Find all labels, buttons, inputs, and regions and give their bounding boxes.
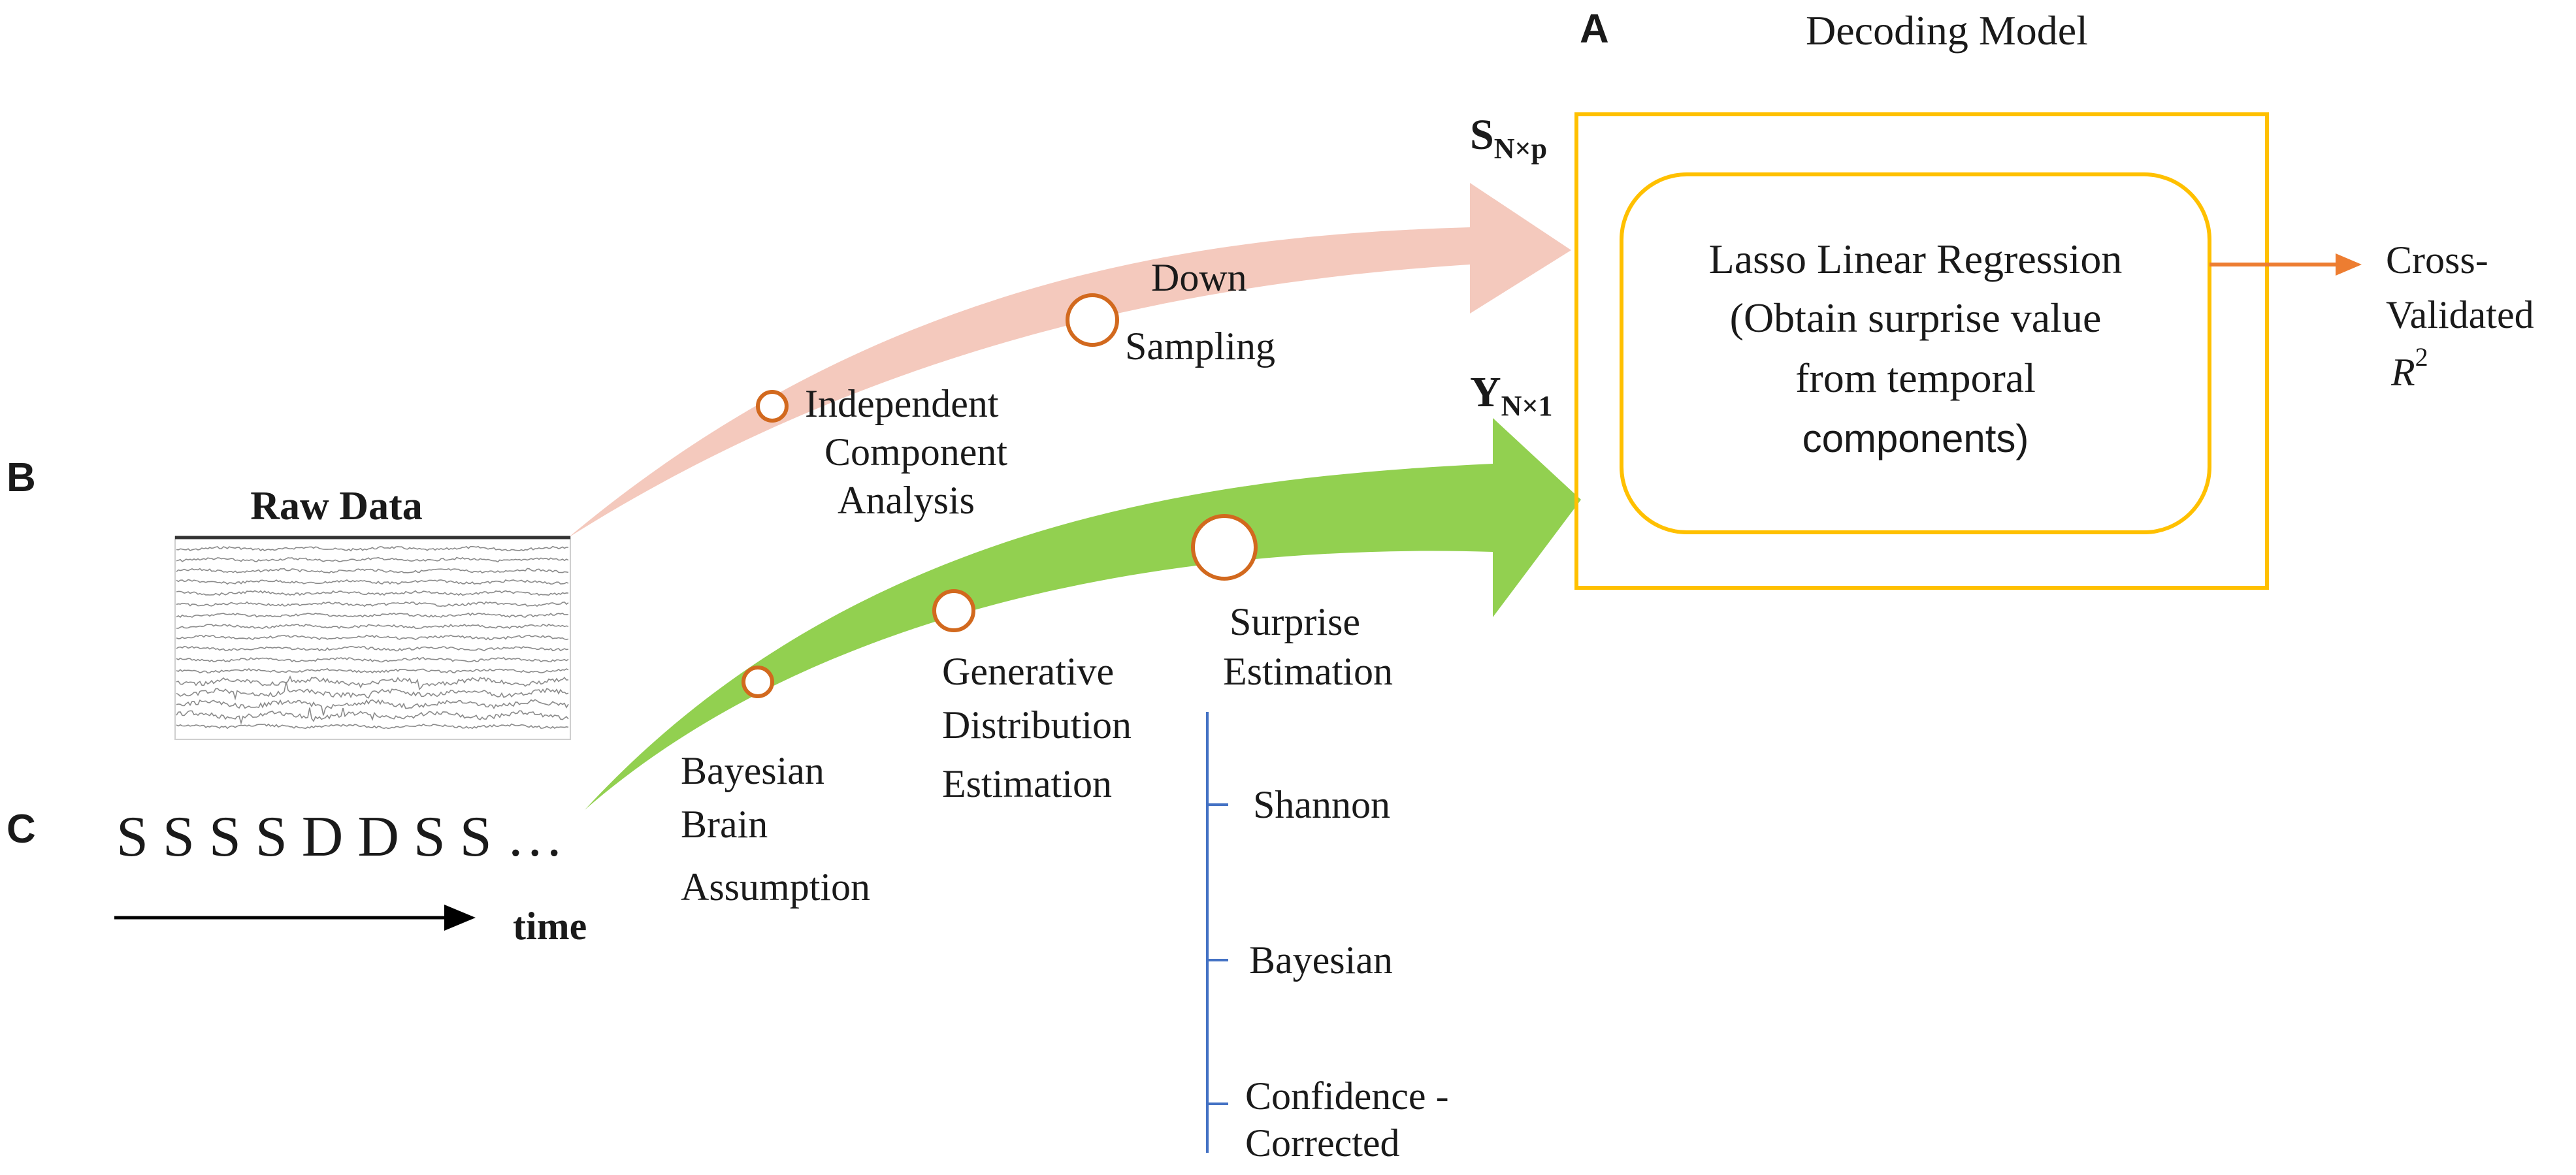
surprise-estimation-label-1: Surprise (1230, 600, 1360, 643)
surprise-estimation-label-2: Estimation (1223, 650, 1393, 693)
lasso-line-4: components) (1802, 417, 2029, 460)
eeg-trace (176, 681, 569, 701)
output-line-2: Validated (2386, 293, 2534, 336)
time-label: time (513, 905, 587, 948)
eeg-trace (176, 645, 569, 652)
lasso-line-2: (Obtain surprise value (1730, 295, 2102, 341)
eeg-trace (176, 656, 569, 663)
lasso-line-1: Lasso Linear Regression (1709, 236, 2123, 282)
downsampling-label-2: Sampling (1125, 325, 1275, 368)
eeg-trace (176, 668, 569, 674)
raw-eeg-panel (174, 536, 571, 740)
eeg-trace (176, 590, 569, 596)
s-matrix-label: SN×p (1470, 111, 1547, 165)
output-arrow-head (2336, 253, 2362, 276)
downsampling-label-1: Down (1151, 256, 1247, 299)
y-matrix-letter: Y (1470, 368, 1501, 416)
stimulus-sequence: S S S S D D S S … (116, 805, 564, 869)
output-r-squared: R2 (2390, 342, 2428, 394)
panel-letter-c: C (7, 807, 36, 852)
ica-step-marker (756, 390, 789, 423)
downsampling-step-marker (1066, 293, 1119, 347)
eeg-trace (176, 612, 569, 619)
bayesian-brain-label-1: Bayesian (681, 749, 824, 792)
surprise-type-confidence-1: Confidence - (1245, 1074, 1449, 1118)
generative-label-1: Generative (942, 650, 1114, 693)
eeg-trace (176, 707, 569, 725)
bayesian-brain-step-marker (742, 666, 774, 698)
s-matrix-letter: S (1470, 111, 1494, 159)
eeg-branch-arrow (568, 183, 1571, 538)
y-matrix-sub: N×1 (1501, 390, 1553, 422)
panel-letter-b: B (7, 455, 36, 500)
eeg-trace (176, 579, 569, 585)
time-arrow-head (444, 905, 476, 931)
eeg-trace (176, 623, 569, 630)
eeg-trace (176, 545, 569, 552)
surprise-type-bayesian: Bayesian (1249, 939, 1393, 982)
lasso-line-3: from temporal (1795, 355, 2036, 401)
lasso-regression-box (1620, 172, 2211, 534)
eeg-traces (176, 545, 569, 730)
eeg-trace (176, 634, 569, 641)
ica-label-1: Independent (805, 382, 999, 425)
decoding-model-title: Decoding Model (1806, 7, 2088, 54)
eeg-trace (176, 723, 569, 730)
bayesian-brain-label-2: Brain (681, 803, 768, 846)
y-matrix-label: YN×1 (1470, 368, 1553, 422)
eeg-trace (176, 675, 569, 690)
eeg-trace (176, 699, 569, 716)
raw-data-label: Raw Data (250, 484, 422, 528)
output-r-symbol: R (2390, 351, 2415, 394)
bayesian-brain-label-3: Assumption (681, 865, 870, 909)
stimulus-branch-arrow (585, 418, 1581, 810)
generative-label-3: Estimation (942, 762, 1112, 805)
generative-label-2: Distribution (942, 703, 1132, 747)
s-matrix-sub: N×p (1494, 133, 1547, 165)
eeg-trace (176, 601, 569, 607)
surprise-step-marker (1191, 514, 1258, 581)
eeg-trace (176, 556, 569, 563)
surprise-type-bracket (1206, 712, 1228, 1153)
output-line-1: Cross- (2386, 238, 2488, 282)
ica-label-3: Analysis (838, 479, 975, 522)
surprise-type-shannon: Shannon (1253, 783, 1390, 826)
eeg-trace (176, 568, 569, 574)
output-r-exponent: 2 (2415, 342, 2428, 372)
surprise-type-confidence-2: Corrected (1245, 1121, 1400, 1165)
generative-step-marker (932, 589, 975, 632)
panel-letter-a: A (1580, 7, 1609, 52)
decoding-model-box (1574, 112, 2269, 590)
ica-label-2: Component (824, 430, 1007, 474)
